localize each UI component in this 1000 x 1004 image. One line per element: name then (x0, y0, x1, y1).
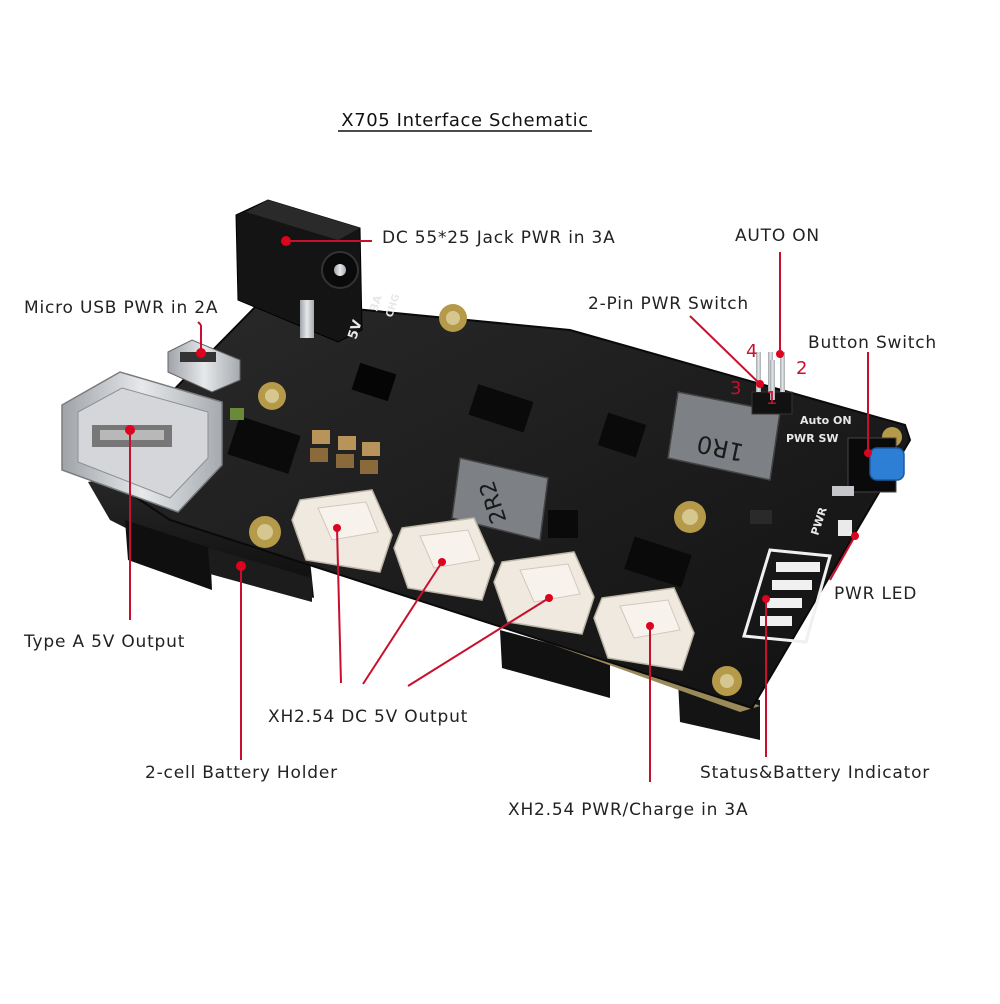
pin-header: Auto ON PWR SW (751, 350, 852, 445)
page-title: X705 Interface Schematic (341, 110, 588, 131)
xh-connector-2 (393, 517, 495, 601)
label-micro-usb: Micro USB PWR in 2A (24, 298, 218, 318)
button-switch (832, 437, 905, 496)
label-dc-jack: DC 55*25 Jack PWR in 3A (382, 228, 616, 248)
label-type-a: Type A 5V Output (23, 632, 185, 652)
pin-number-2: 2 (796, 358, 807, 379)
label-xh-output: XH2.54 DC 5V Output (268, 707, 468, 727)
xh-connector-4 (593, 587, 695, 671)
label-xh-charge: XH2.54 PWR/Charge in 3A (508, 800, 748, 820)
usb-type-a-port (61, 371, 223, 513)
inductor-2r2: 2R2 (451, 457, 549, 541)
xh-connector-3 (493, 551, 595, 635)
label-button-switch: Button Switch (808, 333, 937, 353)
label-auto-on: AUTO ON (735, 226, 820, 246)
label-status-indicator: Status&Battery Indicator (700, 763, 930, 783)
pin-number-3: 3 (730, 378, 741, 399)
mounting-holes (249, 304, 902, 696)
label-pin-switch: 2-Pin PWR Switch (588, 294, 749, 314)
jack-3a-silk: 3A (367, 293, 385, 313)
auto-on-silk: Auto ON (800, 414, 852, 427)
pin-number-4: 4 (746, 341, 757, 362)
dc-jack: 5V 3A CHG (235, 199, 402, 343)
label-pwr-led: PWR LED (834, 584, 917, 604)
leader-lines (125, 236, 869, 782)
pin-number-1: 1 (766, 388, 777, 409)
components (227, 362, 772, 588)
label-battery-holder: 2-cell Battery Holder (145, 763, 338, 783)
xh-connectors (291, 489, 695, 671)
pin-numbers: 1 2 3 4 (730, 341, 807, 409)
jack-5v-silk: 5V (346, 318, 366, 341)
status-battery-indicator (742, 548, 832, 644)
xh-connector-1 (291, 489, 393, 573)
pwr-sw-silk: PWR SW (786, 432, 839, 445)
callout-labels: DC 55*25 Jack PWR in 3A AUTO ON Micro US… (23, 226, 937, 820)
